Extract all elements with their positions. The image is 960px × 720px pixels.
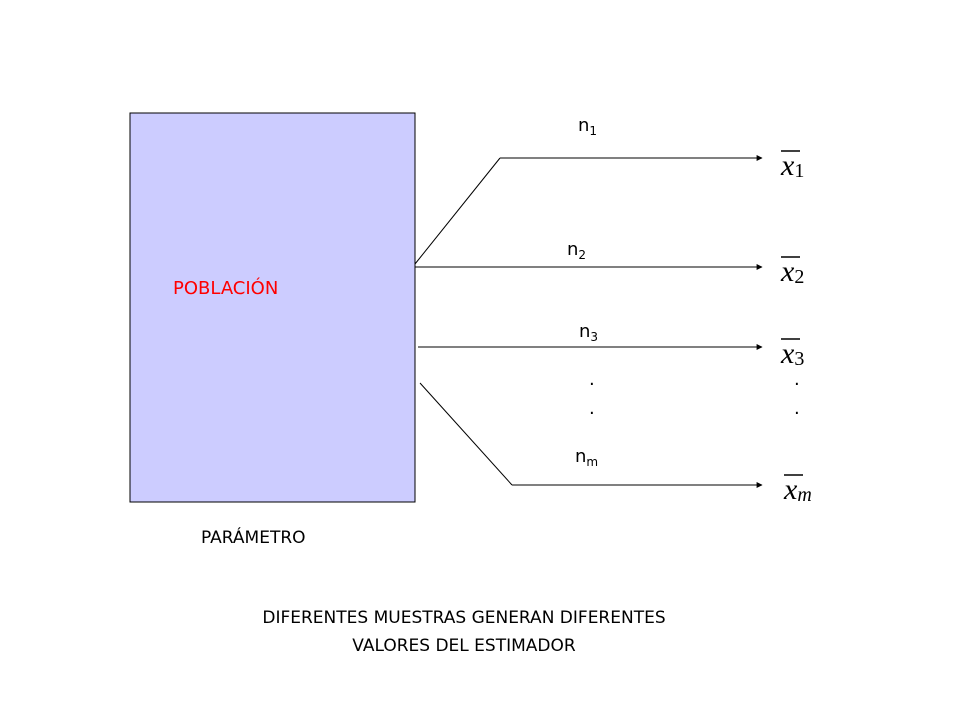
sample-mean-m: xm <box>783 473 812 506</box>
sample-mean-3: x3 <box>780 337 804 370</box>
caption-line-2: VALORES DEL ESTIMADOR <box>352 636 576 656</box>
ellipsis-dot-left-2: . <box>589 398 595 419</box>
ellipsis-dot-right-1: . <box>794 369 800 390</box>
sample-path-1 <box>414 155 763 265</box>
svg-text:x2: x2 <box>780 255 804 288</box>
sample-size-label-1: n1 <box>578 115 597 138</box>
ellipsis-dot-left-1: . <box>589 369 595 390</box>
sample-mean-1: x1 <box>780 149 804 182</box>
caption-line-1: DIFERENTES MUESTRAS GENERAN DIFERENTES <box>262 608 666 628</box>
sample-branch-m <box>419 382 513 486</box>
parameter-label: PARÁMETRO <box>201 526 306 548</box>
caption: DIFERENTES MUESTRAS GENERAN DIFERENTES V… <box>0 604 928 660</box>
sample-branch-1 <box>414 157 501 265</box>
population-box <box>129 112 416 503</box>
svg-text:xm: xm <box>783 473 812 506</box>
svg-text:x3: x3 <box>780 337 804 370</box>
ellipsis-dot-right-2: . <box>794 398 800 419</box>
sample-size-label-m: nm <box>575 446 598 469</box>
sample-mean-2: x2 <box>780 255 804 288</box>
population-label: POBLACIÓN <box>173 277 278 299</box>
svg-text:x1: x1 <box>780 149 804 182</box>
sample-path-m <box>419 382 763 488</box>
sample-size-label-3: n3 <box>579 321 598 344</box>
sample-size-label-2: n2 <box>567 239 586 262</box>
